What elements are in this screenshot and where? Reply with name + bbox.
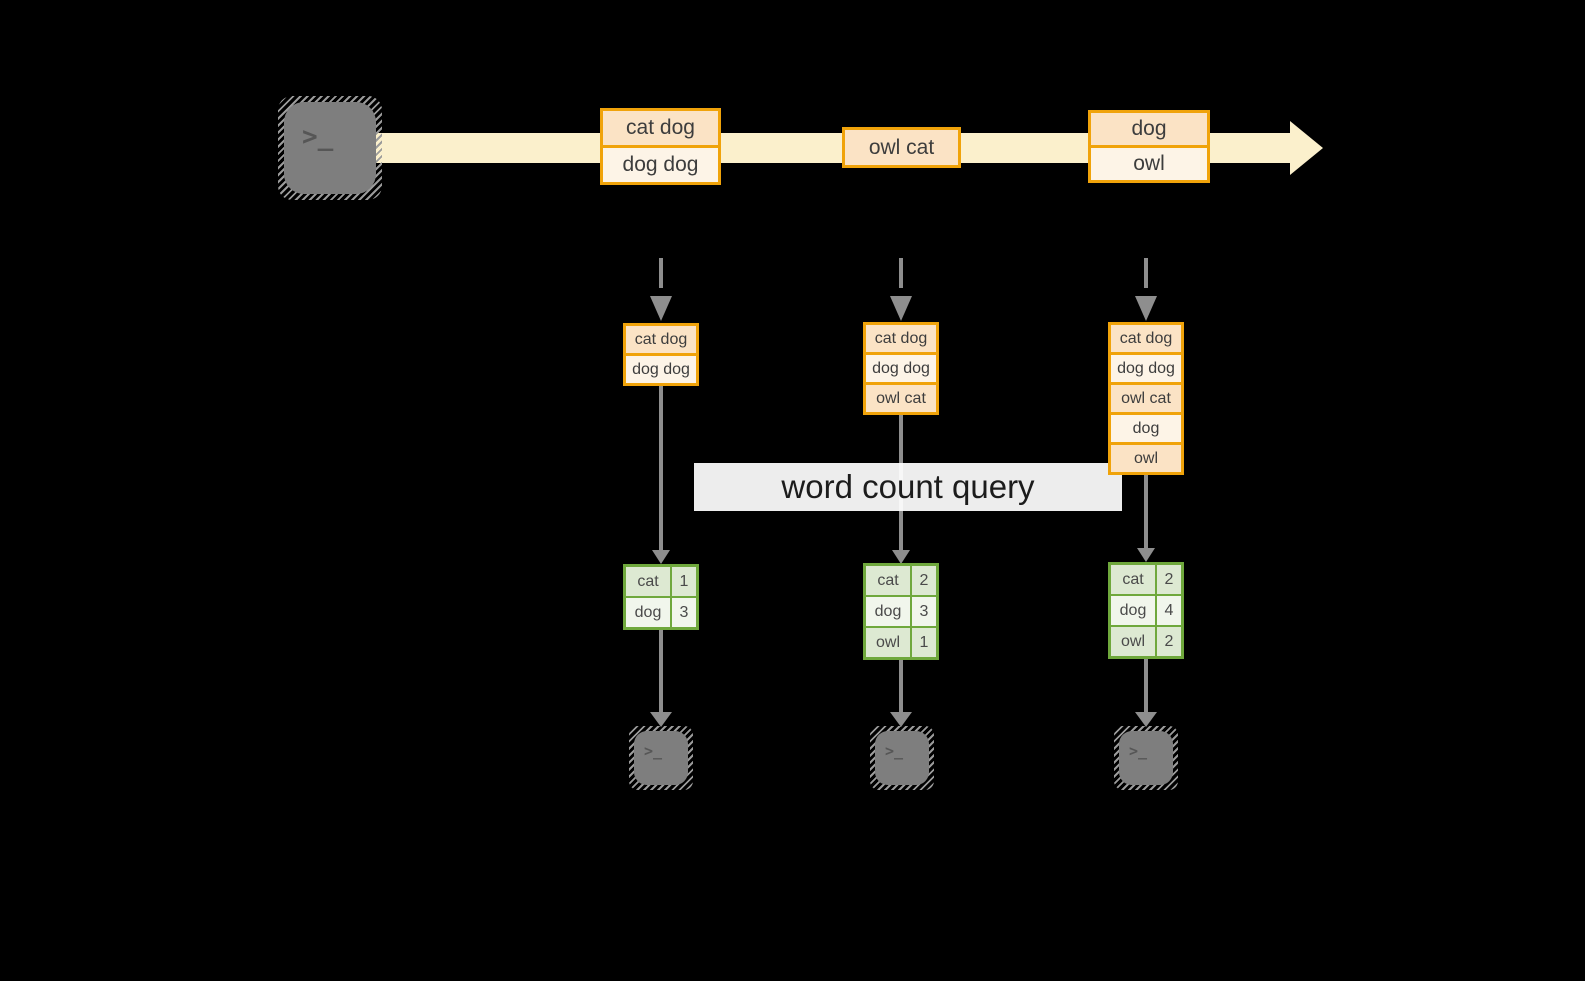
terminal-prompt-glyph: >_ bbox=[634, 731, 688, 785]
query-banner: word count query bbox=[694, 463, 1122, 511]
query-banner-label: word count query bbox=[781, 468, 1035, 505]
table-word-cell: dog bbox=[1111, 596, 1155, 625]
buffer-cell: owl bbox=[1108, 442, 1184, 475]
table-word-cell: cat bbox=[866, 566, 910, 595]
dashed-arrow-2 bbox=[899, 258, 903, 288]
table-count-cell: 1 bbox=[672, 567, 696, 596]
event-buffer-3: cat dog dog dog owl cat dog owl bbox=[1108, 322, 1184, 475]
source-terminal-icon: >_ bbox=[278, 96, 382, 200]
buffer-cell: owl cat bbox=[863, 382, 939, 415]
flow-arrow-1-head bbox=[652, 550, 670, 564]
event-buffer-1: cat dog dog dog bbox=[623, 323, 699, 386]
dashed-arrow-3 bbox=[1144, 258, 1148, 288]
table-word-cell: cat bbox=[1111, 565, 1155, 594]
table-word-cell: owl bbox=[1111, 627, 1155, 656]
buffer-cell: owl cat bbox=[1108, 382, 1184, 415]
flow-arrow-1 bbox=[659, 384, 663, 550]
event-group-2: owl cat bbox=[842, 127, 961, 168]
table-word-cell: dog bbox=[866, 597, 910, 626]
sink-terminal-icon-1: >_ bbox=[629, 726, 693, 790]
flow-arrow-3-head bbox=[1137, 548, 1155, 562]
table-count-cell: 2 bbox=[1157, 627, 1181, 656]
dashed-arrow-2-head bbox=[890, 296, 912, 321]
table-word-cell: cat bbox=[626, 567, 670, 596]
dashed-arrow-1-head bbox=[650, 296, 672, 321]
terminal-prompt-glyph: >_ bbox=[875, 731, 929, 785]
event-group-3: dog owl bbox=[1088, 110, 1210, 183]
sink-arrow-3-head bbox=[1135, 712, 1157, 727]
terminal-prompt-glyph: >_ bbox=[284, 102, 376, 194]
buffer-cell: cat dog bbox=[863, 322, 939, 355]
sink-arrow-1-head bbox=[650, 712, 672, 727]
sink-arrow-2-head bbox=[890, 712, 912, 727]
sink-arrow-2 bbox=[899, 660, 903, 712]
table-count-cell: 4 bbox=[1157, 596, 1181, 625]
event-buffer-2: cat dog dog dog owl cat bbox=[863, 322, 939, 415]
buffer-cell: dog dog bbox=[1108, 352, 1184, 385]
table-word-cell: owl bbox=[866, 628, 910, 657]
flow-arrow-3 bbox=[1144, 473, 1148, 548]
sink-arrow-3 bbox=[1144, 659, 1148, 712]
table-word-cell: dog bbox=[626, 598, 670, 627]
dashed-arrow-1 bbox=[659, 258, 663, 288]
buffer-cell: dog dog bbox=[863, 352, 939, 385]
buffer-cell: dog bbox=[1108, 412, 1184, 445]
event-cell: dog dog bbox=[600, 145, 721, 185]
sink-terminal-icon-2: >_ bbox=[870, 726, 934, 790]
table-count-cell: 2 bbox=[912, 566, 936, 595]
event-cell: cat dog bbox=[600, 108, 721, 148]
dashed-arrow-3-head bbox=[1135, 296, 1157, 321]
buffer-cell: dog dog bbox=[623, 353, 699, 386]
count-table-3: cat 2 dog 4 owl 2 bbox=[1108, 562, 1184, 659]
table-count-cell: 3 bbox=[672, 598, 696, 627]
stream-arrow-head bbox=[1290, 121, 1323, 175]
terminal-prompt-glyph: >_ bbox=[1119, 731, 1173, 785]
sink-terminal-icon-3: >_ bbox=[1114, 726, 1178, 790]
event-group-1: cat dog dog dog bbox=[600, 108, 721, 185]
buffer-cell: cat dog bbox=[623, 323, 699, 356]
table-count-cell: 2 bbox=[1157, 565, 1181, 594]
count-table-2: cat 2 dog 3 owl 1 bbox=[863, 563, 939, 660]
sink-arrow-1 bbox=[659, 630, 663, 712]
buffer-cell: cat dog bbox=[1108, 322, 1184, 355]
table-count-cell: 3 bbox=[912, 597, 936, 626]
event-cell: owl bbox=[1088, 145, 1210, 183]
event-cell: dog bbox=[1088, 110, 1210, 148]
flow-arrow-2-head bbox=[892, 550, 910, 564]
count-table-1: cat 1 dog 3 bbox=[623, 564, 699, 630]
event-cell: owl cat bbox=[842, 127, 961, 168]
table-count-cell: 1 bbox=[912, 628, 936, 657]
